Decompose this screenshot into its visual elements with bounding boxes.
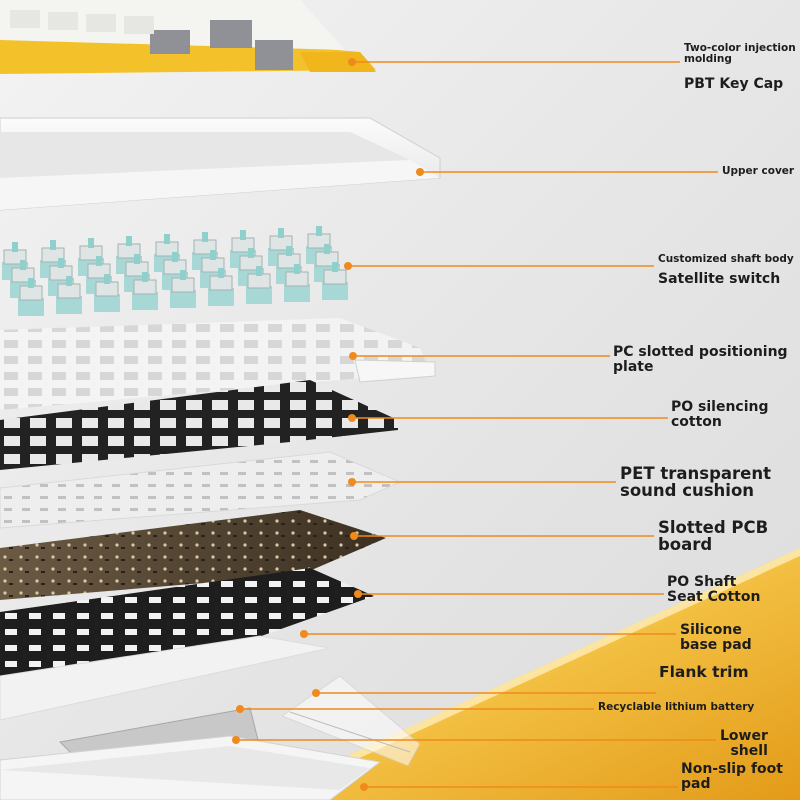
pet-layer [0,451,402,529]
po-cotton-label: PO silencing cotton [671,399,769,430]
switch-stem [278,228,284,238]
switch-stem [210,250,216,260]
switch-stem [294,264,300,274]
battery-leader-dot [236,705,244,713]
switch-housing [171,277,195,293]
switch-stem [316,226,322,236]
upper-cover-layer [0,117,441,211]
switch-stem [172,252,178,262]
shaft-cotton-leader-dot [354,590,362,598]
switch-housing [133,279,157,295]
silicone-layer [0,635,331,721]
satellite-switch-label: Satellite switch [658,271,781,287]
lower-shell-label: Lower shell [720,728,768,759]
shaft-cotton-layer [0,568,374,676]
pcb-label: Slotted PCB board [658,518,769,555]
switch-base [246,286,272,304]
switch-base [132,292,158,310]
switch-base [18,298,44,316]
plate-leader-dot [349,352,357,360]
switch-leader-dot [344,262,352,270]
po-cotton-leader-dot [348,414,356,422]
pet-cushion-label: PET transparent sound cushion [620,464,771,501]
switch-stem [164,234,170,244]
pc-plate-layer [0,318,436,410]
switch-stem [286,246,292,256]
switch-housing [247,273,271,289]
pc-plate-label: PC slotted positioning plate [613,344,788,375]
shaft-cotton-label: PO Shaft Seat Cotton [667,574,761,605]
lower-shell-layer [0,735,382,800]
foot-pad-leader-dot [360,783,368,791]
switch-housing [323,269,347,285]
pcb-layer [0,510,386,600]
po-cotton-layer [0,380,398,470]
keycap-leader-dot [348,58,356,66]
shaft-note-label: Customized shaft body [658,253,794,265]
switch-housing [57,283,81,299]
switch-housing [95,281,119,297]
foot-pad-label: Non-slip foot pad [681,761,783,792]
switch-housing [209,275,233,291]
lower-shell-leader-dot [232,736,240,744]
switch-stem [88,238,94,248]
switch-stem [126,236,132,246]
upper-cover-label: Upper cover [722,165,795,177]
flank-leader-dot [312,689,320,697]
switch-stem [324,244,330,254]
switch-base [284,284,310,302]
silicone-leader-dot [300,630,308,638]
silicone-label: Silicone base pad [680,622,752,653]
switch-housing [285,271,309,287]
battery-label: Recyclable lithium battery [598,701,755,713]
switch-stem [248,248,254,258]
switch-stem [66,276,72,286]
switch-stem [20,260,26,270]
switch-base [56,296,82,314]
upper-cover-leader-dot [416,168,424,176]
switch-stem [142,272,148,282]
switch-base [94,294,120,312]
flank-trim-label: Flank trim [659,663,749,681]
switch-base [322,282,348,300]
switch-stem [202,232,208,242]
flank-trim-layer [280,675,421,767]
switch-base [170,290,196,308]
keycap-layer [0,0,376,74]
keycap-note-label: Two-color injection molding [684,42,796,66]
switch-base [208,288,234,306]
switch-layer [2,226,348,316]
switch-stem [104,274,110,284]
leader-lines [232,58,718,791]
pet-leader-dot [348,478,356,486]
switch-stem [180,270,186,280]
switch-housing [19,285,43,301]
switch-stem [96,256,102,266]
switch-stem [28,278,34,288]
switch-stem [58,258,64,268]
switch-stem [134,254,140,264]
switch-stem [218,268,224,278]
switch-stem [240,230,246,240]
switch-stem [12,242,18,252]
switch-stem [332,262,338,272]
pcb-leader-dot [350,532,358,540]
switch-stem [256,266,262,276]
keycap-label: PBT Key Cap [684,76,784,92]
switch-stem [50,240,56,250]
